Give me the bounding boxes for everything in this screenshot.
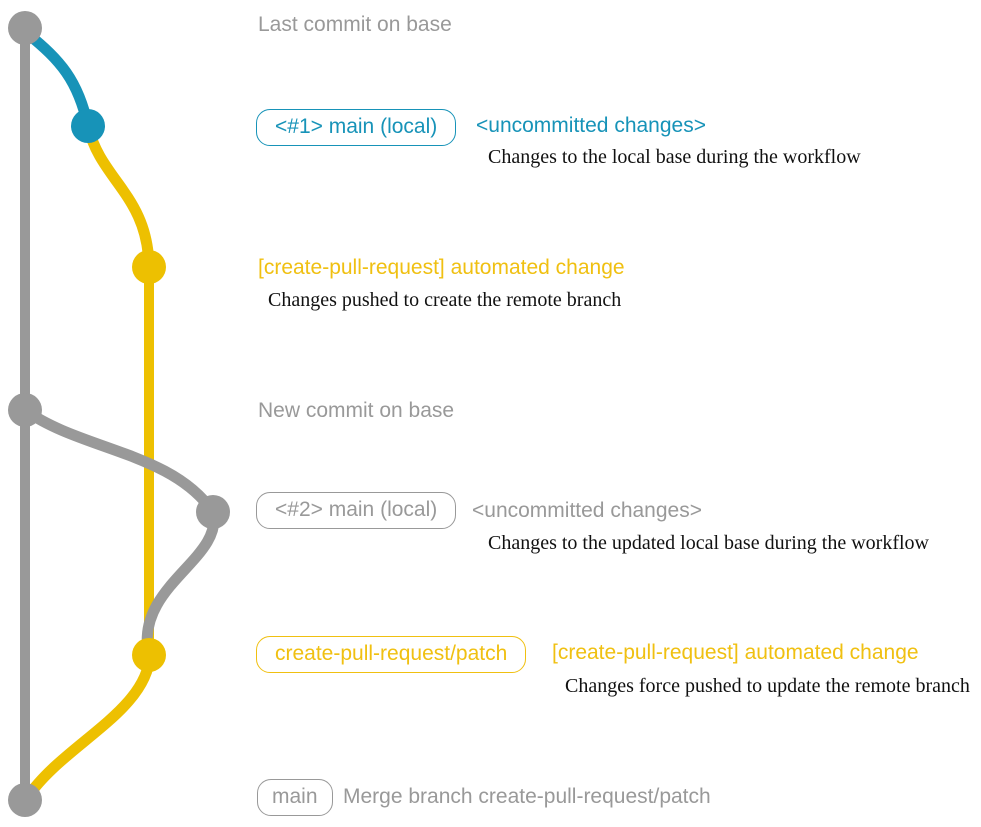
branch-badge-create-pull-request-patch: create-pull-request/patch (256, 636, 527, 673)
commit-node-automated-change-1 (132, 250, 166, 284)
commit-node-automated-change-2 (132, 638, 166, 672)
automated-change-title-1: [create-pull-request] automated change (258, 256, 625, 279)
commit-node-last-commit-on-base (8, 11, 42, 45)
commit-node-merge-commit (8, 783, 42, 817)
last-commit-message: Last commit on base (258, 13, 452, 36)
branch-badge-main-local-2: <#2> main (local) (256, 492, 457, 529)
commit-node-local-change-2 (196, 495, 230, 529)
pr-merge-curve (21, 649, 156, 804)
local-change-curve-2 (19, 404, 219, 518)
automated-change-note-1: Changes pushed to create the remote bran… (268, 289, 622, 311)
uncommitted-changes-label-2: <uncommitted changes> (472, 499, 702, 522)
local-change-note-2: Changes to the updated local base during… (488, 532, 929, 554)
new-commit-message: New commit on base (258, 399, 455, 422)
branch-badge-main: main (257, 779, 333, 816)
automated-change-note-2: Changes force pushed to update the remot… (565, 675, 970, 697)
automated-change-title-2: [create-pull-request] automated change (552, 641, 919, 664)
merge-commit-message: Merge branch create-pull-request/patch (343, 785, 711, 808)
pr-branch-curve-1 (82, 120, 155, 273)
commit-node-local-change-1 (71, 109, 105, 143)
local-change-note-1: Changes to the local base during the wor… (488, 146, 861, 168)
uncommitted-changes-label-1: <uncommitted changes> (476, 114, 706, 137)
commit-node-new-commit-on-base (8, 393, 42, 427)
force-push-curve (141, 506, 220, 656)
branch-badge-main-local-1: <#1> main (local) (256, 109, 457, 146)
